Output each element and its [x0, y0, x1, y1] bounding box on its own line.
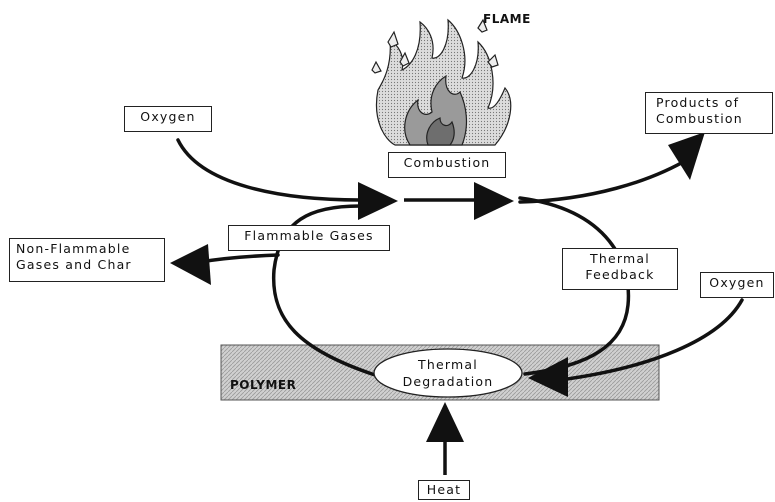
arrowhead-oxygen-combustion — [358, 182, 398, 220]
thermal-degradation-line2: Degradation — [402, 374, 494, 389]
polymer-label: POLYMER — [230, 378, 297, 392]
thermal-feedback-arrow — [518, 196, 631, 376]
oxygen-left-box: Oxygen — [124, 106, 212, 132]
oxygen-left-label: Oxygen — [140, 109, 196, 124]
oxygen-right-box: Oxygen — [700, 272, 774, 298]
thermal-degradation-text: Thermal Degradation — [402, 356, 494, 390]
combustion-label: Combustion — [403, 155, 491, 170]
arrowhead-combustion-center — [474, 182, 514, 220]
arrowhead-nonflammable — [170, 244, 211, 285]
nonflammable-box: Non-Flammable Gases and Char — [9, 238, 165, 282]
products-label-line1: Products of — [656, 95, 740, 110]
degradation-to-flammable-gases-arrow — [271, 204, 377, 377]
combustion-box: Combustion — [388, 152, 506, 178]
thermal-degradation-line1: Thermal — [418, 357, 478, 372]
arrowhead-thermal-feedback — [528, 357, 568, 397]
thermal-feedback-line2: Feedback — [585, 267, 655, 282]
heat-label: Heat — [426, 482, 462, 497]
combustion-to-products-arrow — [518, 156, 692, 204]
nonflammable-label-line2: Gases and Char — [16, 257, 132, 272]
flammable-gases-box: Flammable Gases — [228, 225, 390, 251]
heat-box: Heat — [418, 480, 470, 500]
arrowhead-heat — [426, 402, 464, 442]
flame-icon — [371, 18, 512, 146]
arrowhead-products — [668, 132, 705, 180]
to-nonflammable-arrow — [198, 253, 280, 264]
products-label-line2: Combustion — [656, 111, 743, 126]
thermal-degradation-ellipse — [373, 348, 523, 398]
thermal-feedback-line1: Thermal — [590, 251, 650, 266]
flammable-gases-label: Flammable Gases — [244, 228, 374, 243]
flame-label: FLAME — [483, 12, 531, 26]
oxygen-to-combustion-arrow — [176, 138, 362, 202]
oxygen-to-polymer-arrow — [558, 298, 744, 382]
products-box: Products of Combustion — [645, 92, 773, 134]
thermal-feedback-box: Thermal Feedback — [562, 248, 678, 290]
nonflammable-label-line1: Non-Flammable — [16, 241, 131, 256]
oxygen-right-label: Oxygen — [709, 275, 765, 290]
